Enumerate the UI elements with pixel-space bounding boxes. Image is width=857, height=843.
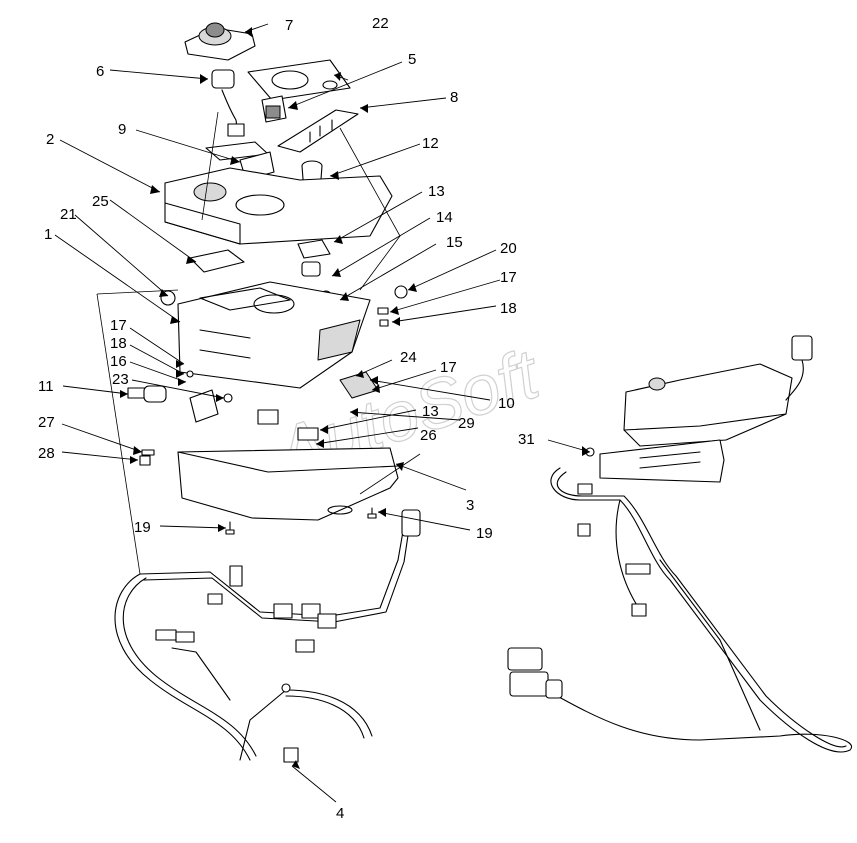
- washer-20: [394, 285, 408, 299]
- switch-part-5: [261, 95, 287, 123]
- wiring-harness-right: [507, 359, 853, 753]
- callout-8: 8: [450, 89, 458, 106]
- screw-19-a: [225, 521, 235, 535]
- gasket-part-25: [189, 249, 245, 273]
- plate-part-23: [189, 389, 219, 423]
- gasket-plate-part: [247, 59, 351, 101]
- shaft-part: [211, 69, 245, 137]
- callout-18-a: 18: [500, 300, 517, 317]
- connector-27: [141, 449, 155, 456]
- clip-part-13: [297, 239, 331, 277]
- callout-10: 10: [498, 395, 515, 412]
- callout-1: 1: [44, 226, 52, 243]
- bolt-18: [379, 319, 389, 327]
- installed-console-assembly: [585, 335, 813, 483]
- bolt-17-b: [223, 393, 233, 403]
- nut-16: [186, 370, 194, 378]
- callout-15: 15: [446, 234, 463, 251]
- callout-5: 5: [408, 51, 416, 68]
- callout-17-b: 17: [110, 317, 127, 334]
- callout-31: 31: [518, 431, 535, 448]
- callout-23: 23: [112, 371, 129, 388]
- main-bracket-part: [177, 281, 371, 389]
- callout-17-c: 17: [440, 359, 457, 376]
- callout-29: 29: [458, 415, 475, 432]
- leader-arrows: [120, 27, 590, 769]
- callout-7: 7: [285, 17, 293, 34]
- callout-16: 16: [110, 353, 127, 370]
- clip-part-c: [257, 409, 279, 425]
- callout-3: 3: [466, 497, 474, 514]
- callout-labels: 1 2 3 4 5 6 7 8 9 10 11 12 13 13 14 15 1…: [38, 15, 535, 822]
- connector-28: [139, 455, 151, 466]
- callout-13-a: 13: [428, 183, 445, 200]
- screw-19-b: [367, 507, 377, 519]
- callout-20: 20: [500, 240, 517, 257]
- callout-11: 11: [38, 378, 54, 395]
- callout-27: 27: [38, 414, 55, 431]
- callout-2: 2: [46, 131, 54, 148]
- callout-4: 4: [336, 805, 344, 822]
- callout-17-a: 17: [500, 269, 517, 286]
- callout-9: 9: [118, 121, 126, 138]
- upper-cover-part: [164, 167, 393, 245]
- callout-6: 6: [96, 63, 104, 80]
- callout-28: 28: [38, 445, 55, 462]
- callout-19-a: 19: [134, 519, 151, 536]
- callout-19-b: 19: [476, 525, 493, 542]
- leader-lines: [54, 23, 591, 803]
- exploded-assembly: [127, 22, 408, 535]
- callout-21: 21: [60, 206, 77, 223]
- callout-14: 14: [436, 209, 453, 226]
- callout-22: 22: [372, 15, 389, 32]
- wiring-harness-4: [114, 509, 421, 763]
- lower-cover-part: [177, 447, 399, 521]
- panel-part-8: [277, 109, 359, 153]
- callout-24: 24: [400, 349, 417, 366]
- joystick-knob-part: [184, 22, 256, 61]
- callout-12: 12: [422, 135, 439, 152]
- bolt-17: [377, 307, 389, 315]
- callout-13-b: 13: [422, 403, 439, 420]
- callout-26: 26: [420, 427, 437, 444]
- sensor-part-11: [127, 385, 167, 403]
- callout-18-b: 18: [110, 335, 127, 352]
- callout-25: 25: [92, 193, 109, 210]
- clip-part-d: [297, 427, 319, 441]
